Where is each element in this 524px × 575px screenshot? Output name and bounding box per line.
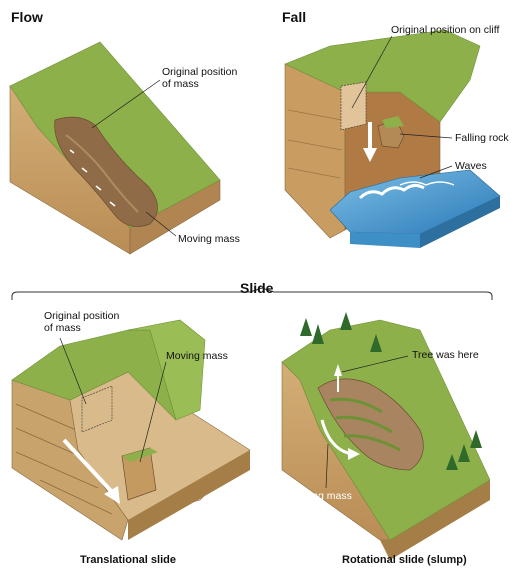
fall-falling-rock-label: Falling rock	[455, 132, 509, 144]
translational-slide-block	[11, 319, 251, 541]
fall-original-position-label: Original position on cliff	[391, 24, 500, 36]
rotational-tree-label: Tree was here	[412, 349, 479, 361]
flow-moving-mass-label: Moving mass	[178, 233, 240, 245]
translational-moving-mass-label: Moving mass	[166, 350, 228, 362]
flow-original-position-label: Original position of mass	[162, 66, 238, 90]
translational-original-position-label: Original position of mass	[44, 310, 120, 334]
slide-bracket	[11, 287, 493, 300]
rotational-slide-caption: Rotational slide (slump)	[342, 554, 467, 566]
flow-block	[9, 41, 221, 255]
rotational-moving-mass-label: Moving mass	[290, 490, 352, 502]
slide-title: Slide	[240, 280, 274, 296]
translational-slide-caption: Translational slide	[80, 554, 176, 566]
fall-waves-label: Waves	[455, 160, 487, 172]
rotational-slide-block	[281, 312, 491, 560]
fall-title: Fall	[282, 9, 307, 25]
leader-lines	[59, 35, 453, 489]
fall-block	[284, 29, 501, 248]
flow-title: Flow	[11, 9, 43, 25]
